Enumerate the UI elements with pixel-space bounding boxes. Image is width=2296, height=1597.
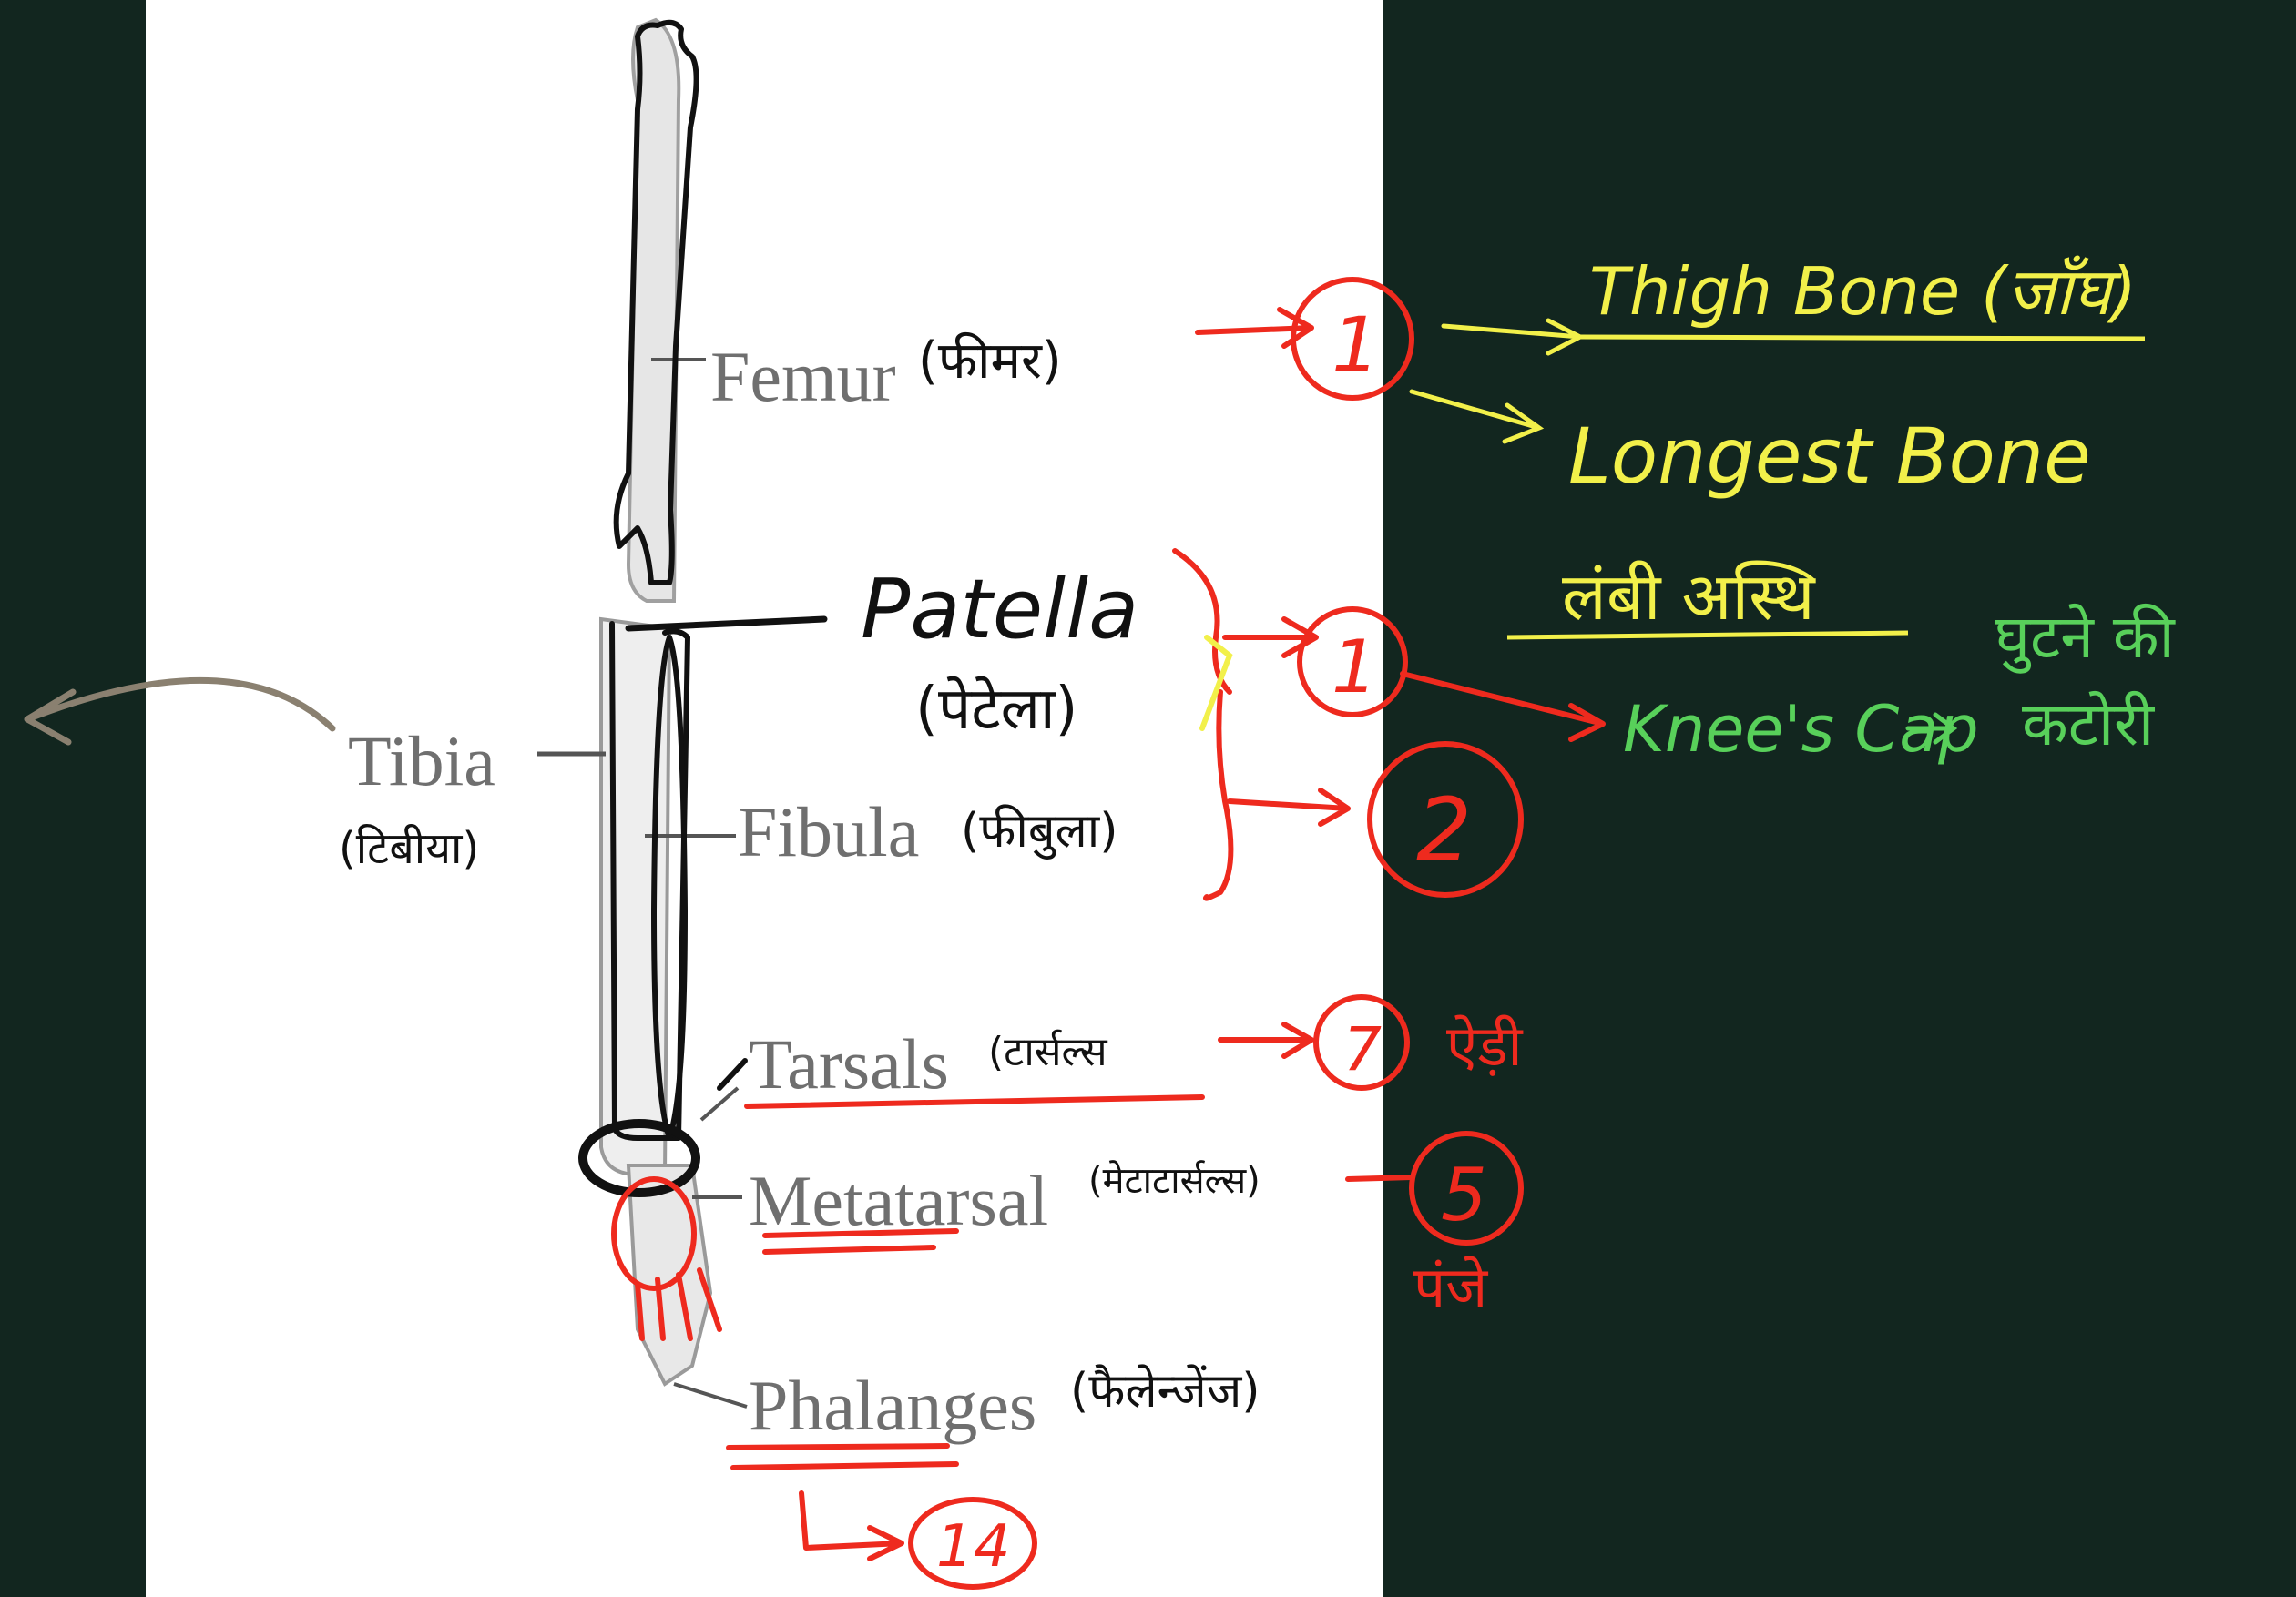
metatarsal-label: Metatarsal — [749, 1161, 1048, 1240]
patella-count-arrow — [1222, 616, 1319, 658]
tibia-label: Tibia — [348, 721, 495, 800]
toes-marks — [635, 1267, 722, 1341]
longest-bone-arrow — [1409, 389, 1545, 444]
metatarsal-underline-2 — [762, 1245, 936, 1255]
phalanges-count-arrow — [799, 1490, 904, 1561]
knee-cap-hindi-line2: कटोरी — [2022, 689, 2156, 759]
metatarsal-count-arrow — [1345, 1175, 1414, 1182]
patella-label: Patella — [861, 562, 1138, 657]
back-arrow-icon — [24, 676, 336, 746]
tarsals-count-circle — [1313, 994, 1410, 1091]
tibia-ink-outline — [609, 621, 690, 1141]
leg-pair-brace — [1203, 689, 1234, 901]
thigh-bone-underline — [1579, 334, 2146, 341]
femur-hindi-label: (फीमर) — [918, 331, 1062, 391]
patella-hindi-label: (पेटेला) — [915, 676, 1078, 743]
phalanges-hindi-label: (फैलेन्जेंज) — [1070, 1364, 1260, 1419]
femur-label: Femur — [710, 337, 896, 416]
patella-yellow-mark — [1199, 635, 1233, 731]
femur-notes: Thigh Bone (जाँघ) Longest Bone लंबी अस्थ… — [1199, 253, 2146, 731]
phalanges-label: Phalanges — [749, 1366, 1036, 1445]
phalanges-leader-line — [673, 1382, 748, 1409]
tarsals-leader-line — [699, 1086, 740, 1122]
patella-count-circle — [1297, 606, 1408, 717]
tarsals-underline — [744, 1094, 1205, 1109]
tarsals-hindi-label: (टार्सल्स — [988, 1029, 1108, 1075]
knee-cap-green-arrow — [1905, 712, 1958, 745]
metatarsal-count-circle — [1409, 1131, 1524, 1246]
red-count-text: 1 1 2 7 5 14 ऐड़ी पंजे — [936, 300, 1523, 1581]
metatarsal-underline — [762, 1228, 959, 1238]
femur-bone-printed — [626, 17, 681, 603]
hindi-labels: (फीमर) (पेटेला) (टिबीया) (फीबुला) (टार्स… — [339, 331, 1260, 1419]
leg-pair-count-arrow — [1227, 788, 1351, 827]
knee-cap-hindi-line1: घुटने की — [1995, 602, 2177, 674]
patella-notes: Knee's Cap घुटने की कटोरी — [1623, 602, 2177, 767]
phalanges-count-circle — [908, 1497, 1037, 1590]
knee-cap-arrow — [1400, 671, 1606, 742]
paper-sheet — [146, 0, 1383, 1597]
tarsals-note: ऐड़ी — [1446, 1012, 1523, 1079]
longest-bone-note: Longest Bone — [1568, 412, 2091, 501]
ankle-ink-ring — [578, 1119, 700, 1197]
leg-pair-count-circle — [1367, 741, 1524, 898]
fibula-label: Fibula — [738, 792, 919, 871]
femur-count: 1 — [1332, 300, 1380, 390]
tibia-hindi-label: (टिबीया) — [339, 823, 479, 874]
patella-count: 1 — [1332, 625, 1378, 709]
patella-ink-line — [625, 615, 828, 632]
fibula-ink-outline — [651, 635, 688, 1141]
metatarsal-note: पंजे — [1413, 1254, 1488, 1320]
ink-overdrawing — [578, 19, 828, 1197]
metatarsal-hindi-label: (मेटाटार्सल्स) — [1088, 1160, 1260, 1202]
metatarsal-count: 5 — [1441, 1153, 1487, 1237]
tarsals-label: Tarsals — [749, 1024, 949, 1104]
longest-bone-hindi-note: लंबी अस्थि — [1562, 558, 1817, 635]
femur-ink-outline — [613, 19, 699, 585]
tarsals-count: 7 — [1343, 1014, 1382, 1084]
thigh-bone-note: Thigh Bone (जाँघ) — [1589, 253, 2137, 330]
fibula-hindi-label: (फीबुला) — [961, 804, 1118, 860]
longest-bone-underline — [1506, 630, 1909, 640]
phalanges-underline — [726, 1443, 959, 1470]
printed-labels: Femur Tibia Fibula Tarsals Metatarsal Ph… — [348, 337, 1138, 1445]
toes-circle — [611, 1176, 697, 1291]
red-annotations — [611, 277, 1606, 1590]
leg-pair-count: 2 — [1416, 779, 1472, 881]
tarsals-ink-stroke — [717, 1058, 748, 1091]
phalanges-count: 14 — [936, 1513, 1010, 1581]
tarsals-count-arrow — [1218, 1022, 1314, 1059]
femur-count-circle — [1291, 277, 1414, 401]
